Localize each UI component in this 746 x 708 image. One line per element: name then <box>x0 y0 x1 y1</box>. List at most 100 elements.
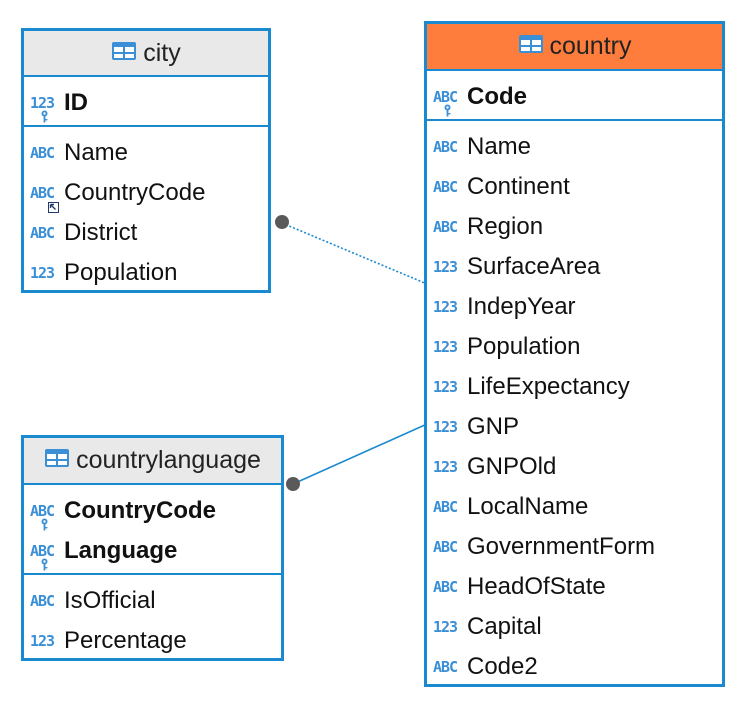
type-label: 123 <box>433 258 458 276</box>
column-name: Continent <box>467 173 570 200</box>
type-label: ABC <box>30 542 55 560</box>
column-row[interactable]: 123 Population <box>24 253 268 293</box>
type-label: ABC <box>30 184 55 202</box>
column-row[interactable]: 123 Capital <box>427 607 722 647</box>
column-name: Capital <box>467 613 542 640</box>
column-name: GNPOld <box>467 453 557 480</box>
type-label: ABC <box>433 178 458 196</box>
type-label: 123 <box>433 458 458 476</box>
text-type-icon: ABC <box>433 134 467 160</box>
column-row[interactable]: 123 Population <box>427 327 722 367</box>
type-label: 123 <box>433 378 458 396</box>
entity-header-country[interactable]: country <box>427 24 722 71</box>
entity-header-countrylanguage[interactable]: countrylanguage <box>24 438 281 485</box>
type-label: 123 <box>433 338 458 356</box>
column-name: SurfaceArea <box>467 253 601 280</box>
table-icon <box>44 446 70 475</box>
entity-title: city <box>143 38 181 67</box>
column-row[interactable]: ABC Continent <box>427 167 722 207</box>
text-type-key-icon: ABC <box>433 84 467 117</box>
entity-header-city[interactable]: city <box>24 31 268 77</box>
type-label: 123 <box>30 94 55 112</box>
numeric-type-icon: 123 <box>30 628 64 654</box>
column-name: Code2 <box>467 653 538 680</box>
column-name: CountryCode <box>64 497 216 524</box>
primary-key-icon <box>443 96 452 124</box>
column-name: Population <box>467 333 581 360</box>
primary-key-icon <box>40 510 49 538</box>
column-row[interactable]: ABC Language <box>24 531 281 571</box>
text-type-key-icon: ABC <box>30 538 64 571</box>
column-name: Percentage <box>64 627 187 654</box>
column-row[interactable]: ABC Code2 <box>427 647 722 687</box>
text-type-fk-icon: ABC <box>30 180 64 213</box>
foreign-key-icon <box>48 192 59 220</box>
column-name: IndepYear <box>467 293 576 320</box>
column-name: Name <box>64 139 129 166</box>
column-row[interactable]: ABC LocalName <box>427 487 722 527</box>
column-row[interactable]: ABC Name <box>24 133 268 173</box>
column-name: LocalName <box>467 493 589 520</box>
column-row[interactable]: 123 SurfaceArea <box>427 247 722 287</box>
type-label: ABC <box>433 538 458 556</box>
city-connector-dot[interactable] <box>275 215 289 229</box>
numeric-type-key-icon: 123 <box>30 90 64 123</box>
column-row[interactable]: ABC Region <box>427 207 722 247</box>
primary-key-icon <box>40 102 49 130</box>
text-type-icon: ABC <box>433 494 467 520</box>
text-type-icon: ABC <box>433 574 467 600</box>
column-row[interactable]: 123 GNPOld <box>427 447 722 487</box>
column-name: GovernmentForm <box>467 533 656 560</box>
countrylanguage-connector-dot[interactable] <box>286 477 300 491</box>
type-label: ABC <box>433 498 458 516</box>
text-type-icon: ABC <box>433 214 467 240</box>
type-label: 123 <box>433 618 458 636</box>
text-type-icon: ABC <box>433 654 467 680</box>
numeric-type-icon: 123 <box>433 454 467 480</box>
column-name: Region <box>467 213 544 240</box>
column-name: IsOfficial <box>64 587 156 614</box>
text-type-icon: ABC <box>433 174 467 200</box>
type-label: ABC <box>433 658 458 676</box>
type-label: ABC <box>433 218 458 236</box>
text-type-key-icon: ABC <box>30 498 64 531</box>
column-row[interactable]: ABC CountryCode <box>24 173 268 213</box>
city-country-relation-line <box>281 222 428 285</box>
text-type-icon: ABC <box>30 220 64 246</box>
numeric-type-icon: 123 <box>433 294 467 320</box>
column-name: Name <box>467 133 532 160</box>
column-name: Population <box>64 259 178 286</box>
column-row[interactable]: ABC GovernmentForm <box>427 527 722 567</box>
numeric-type-icon: 123 <box>30 260 64 286</box>
type-label: ABC <box>30 224 55 242</box>
primary-key-icon <box>40 550 49 578</box>
type-label: ABC <box>30 144 55 162</box>
type-label: ABC <box>433 88 458 106</box>
numeric-type-icon: 123 <box>433 334 467 360</box>
text-type-icon: ABC <box>30 140 64 166</box>
column-name: CountryCode <box>64 179 206 206</box>
column-name: Language <box>64 537 178 564</box>
table-icon <box>518 32 544 61</box>
type-label: 123 <box>30 264 55 282</box>
column-name: HeadOfState <box>467 573 606 600</box>
